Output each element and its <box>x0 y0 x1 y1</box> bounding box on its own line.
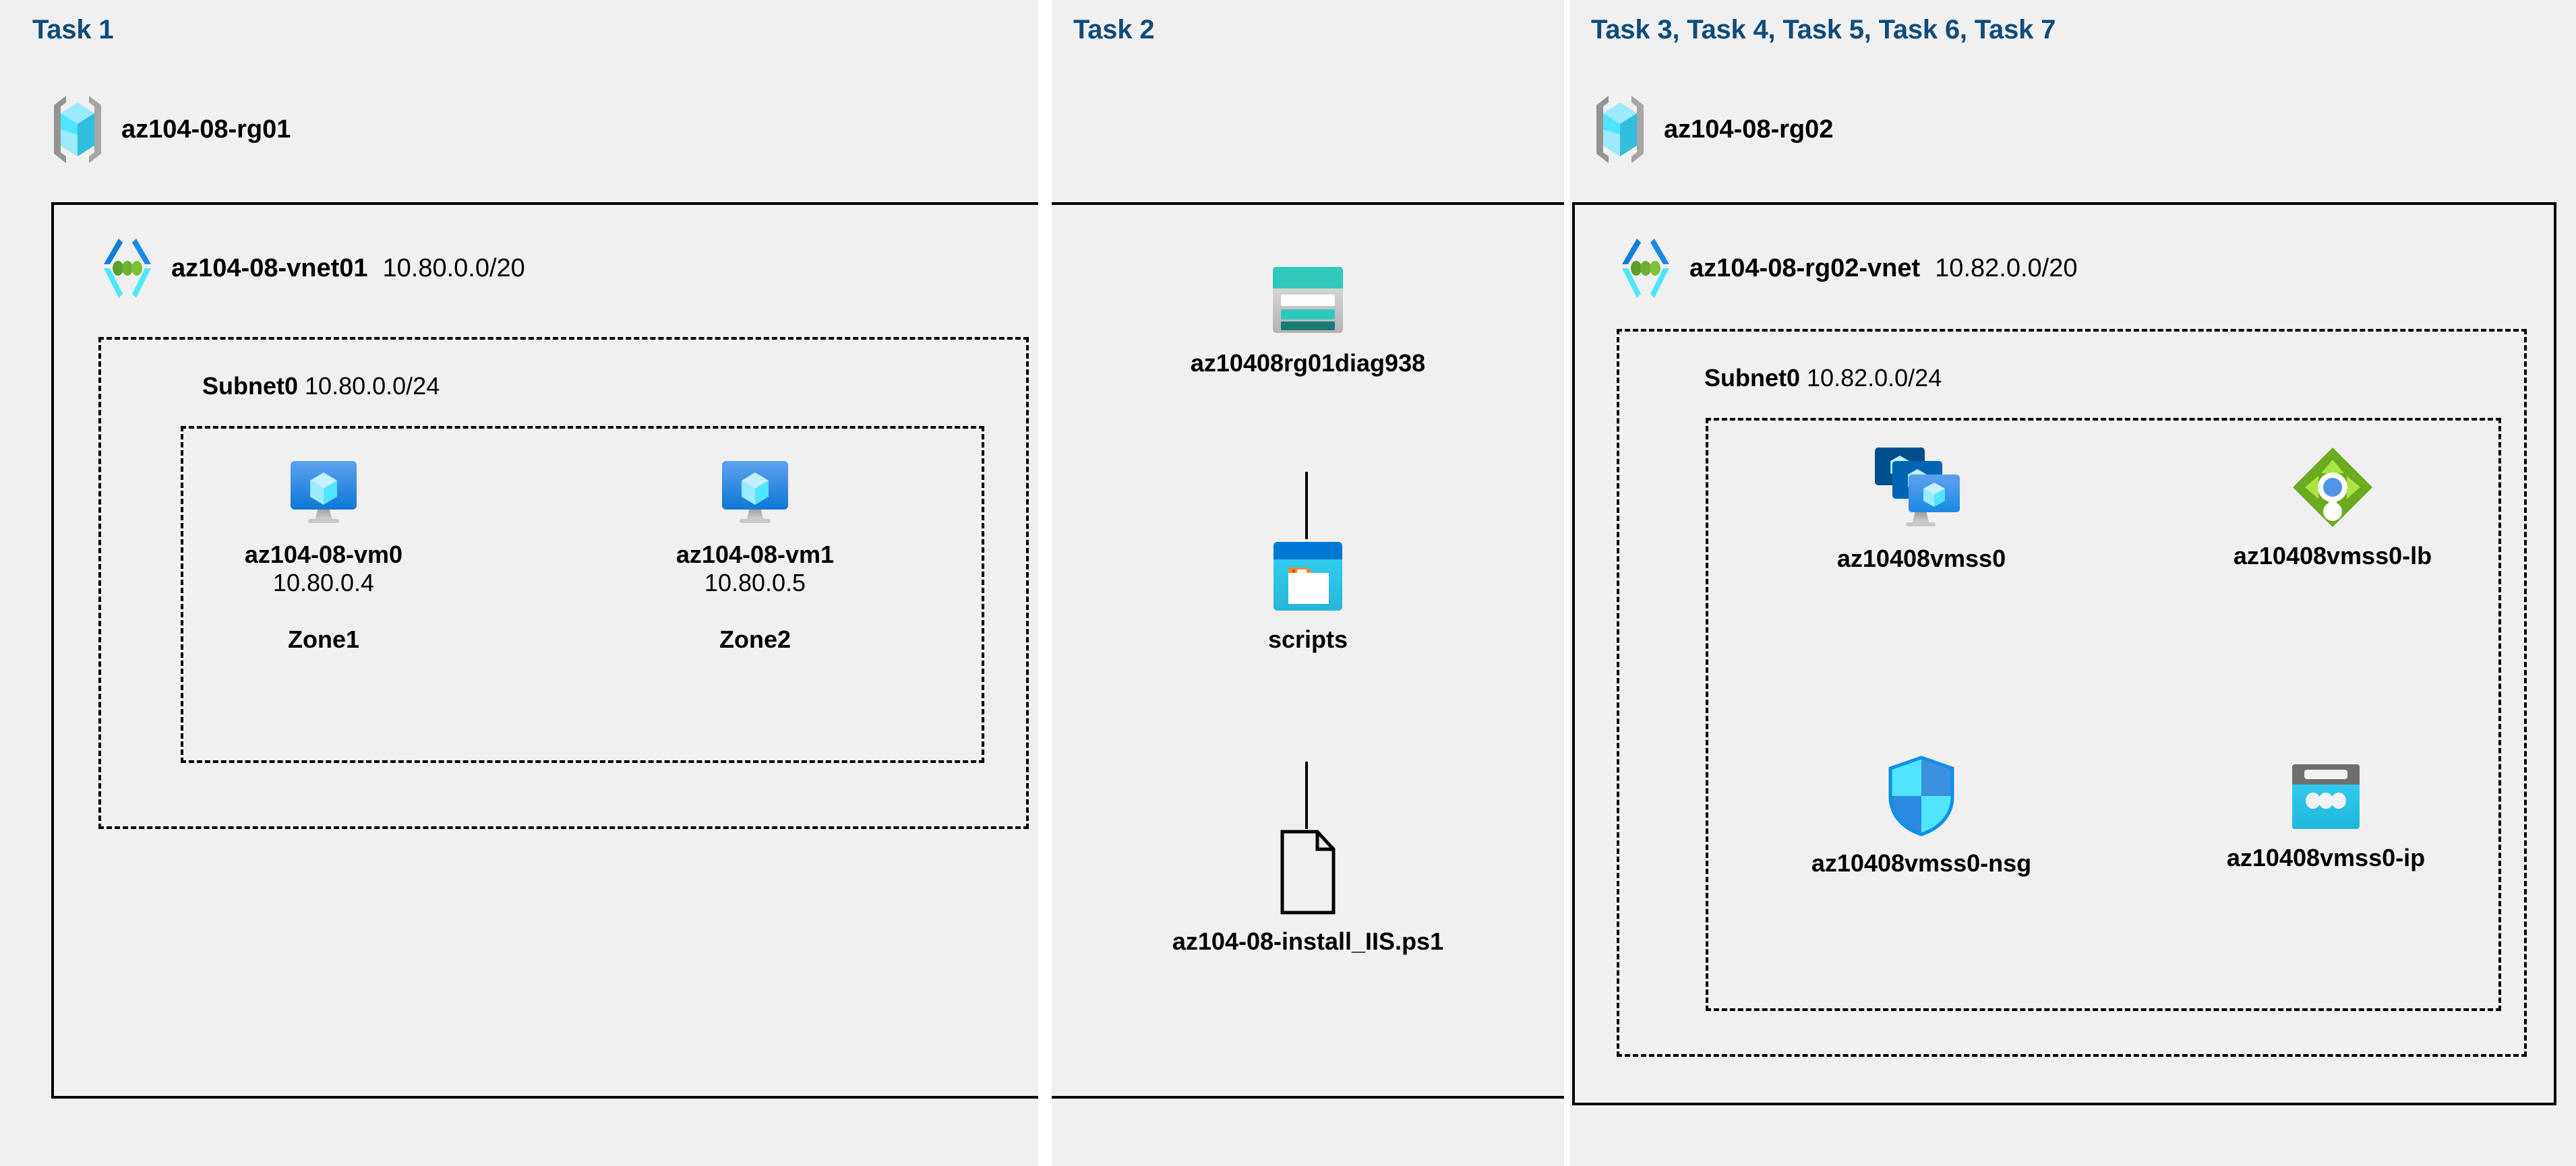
public-ip-address-icon <box>2287 762 2365 832</box>
vnet-header-vnet02: az104-08-rg02-vnet 10.82.0.0/20 <box>1617 237 2077 299</box>
vm-zone: Zone2 <box>719 625 791 653</box>
resource-group-rg01: az104-08-rg01 <box>49 93 291 166</box>
public-ip-address-name: az10408vmss0-ip <box>2226 844 2426 871</box>
subnet-label-vnet01: Subnet0 10.80.0.0/24 <box>202 372 440 400</box>
vm-scale-set-name: az10408vmss0 <box>1836 545 2006 572</box>
vm-name: az104-08-vm1 <box>676 541 835 568</box>
vnet-cidr: 10.80.0.0/20 <box>382 253 525 282</box>
subnet-name: Subnet0 <box>202 372 299 400</box>
resource-group-name: az104-08-rg02 <box>1664 115 1834 144</box>
network-security-group-node: az10408vmss0-nsg <box>1780 755 2063 878</box>
zone-group-boundary <box>181 426 984 763</box>
vnet-name: az104-08-rg02-vnet <box>1689 253 1921 282</box>
resource-group-name: az104-08-rg01 <box>121 115 291 144</box>
vnet-header-vnet01: az104-08-vnet01 10.80.0.0/20 <box>98 237 525 299</box>
task2-content-boundary <box>1052 202 1564 1099</box>
task-label-3: Task 3, Task 4, Task 5, Task 6, Task 7 <box>1591 15 2056 44</box>
file-icon <box>1276 829 1340 915</box>
public-ip-address-node: az10408vmss0-ip <box>2171 762 2481 872</box>
task-label-2: Task 2 <box>1073 15 1155 44</box>
vnet-name: az104-08-vnet01 <box>171 253 368 282</box>
vm-node-vm0: az104-08-vm0 10.80.0.4 Zone1 <box>202 458 445 654</box>
storage-account-icon <box>1269 263 1347 337</box>
vm-scale-set-icon <box>1871 445 1972 532</box>
storage-account-node: az10408rg01diag938 <box>1153 263 1463 377</box>
scale-set-group-boundary <box>1706 418 2501 1011</box>
network-security-group-icon <box>1886 755 1956 837</box>
vm-zone: Zone1 <box>287 625 359 653</box>
resource-group-icon <box>1591 93 1649 166</box>
panel-gap-2 <box>1564 0 1569 1166</box>
panel-task-3 <box>1569 0 2576 1166</box>
load-balancer-name: az10408vmss0-lb <box>2233 542 2432 570</box>
vm-scale-set-node: az10408vmss0 <box>1787 445 2056 573</box>
task-label-1: Task 1 <box>32 15 114 44</box>
panel-task-1 <box>0 0 1038 1166</box>
vm-ip-address: 10.80.0.5 <box>704 569 806 596</box>
file-name: az104-08-install_IIS.ps1 <box>1172 927 1444 955</box>
blob-container-node: scripts <box>1153 539 1463 654</box>
load-balancer-icon <box>2290 445 2375 530</box>
connector-storage-to-container <box>1305 472 1308 539</box>
vnet-cidr: 10.82.0.0/20 <box>1935 253 2078 282</box>
subnet-boundary-vnet02 <box>1617 329 2527 1057</box>
virtual-network-icon <box>98 237 156 299</box>
subnet-boundary-vnet01 <box>98 337 1029 829</box>
network-security-group-name: az10408vmss0-nsg <box>1811 849 2032 877</box>
subnet-label-vnet02: Subnet0 10.82.0.0/24 <box>1704 364 1942 392</box>
storage-account-name: az10408rg01diag938 <box>1190 349 1426 377</box>
blob-container-icon <box>1271 539 1345 613</box>
resource-group-icon <box>49 93 107 166</box>
file-node: az104-08-install_IIS.ps1 <box>1153 829 1463 956</box>
virtual-machine-icon <box>287 458 361 528</box>
vm-ip-address: 10.80.0.4 <box>272 569 375 596</box>
subnet-cidr: 10.80.0.0/24 <box>305 372 440 400</box>
blob-container-name: scripts <box>1267 625 1348 653</box>
load-balancer-node: az10408vmss0-lb <box>2178 445 2488 570</box>
subnet-cidr: 10.82.0.0/24 <box>1807 364 1942 392</box>
resource-group-rg02: az104-08-rg02 <box>1591 93 1833 166</box>
connector-container-to-file <box>1305 762 1308 829</box>
subnet-name: Subnet0 <box>1704 364 1801 392</box>
vm-node-vm1: az104-08-vm1 10.80.0.5 Zone2 <box>634 458 876 654</box>
virtual-machine-icon <box>718 458 792 528</box>
virtual-network-icon <box>1617 237 1675 299</box>
vnet-boundary-vnet02 <box>1572 202 2556 1105</box>
panel-gap-1 <box>1038 0 1052 1166</box>
vm-name: az104-08-vm0 <box>244 541 403 568</box>
